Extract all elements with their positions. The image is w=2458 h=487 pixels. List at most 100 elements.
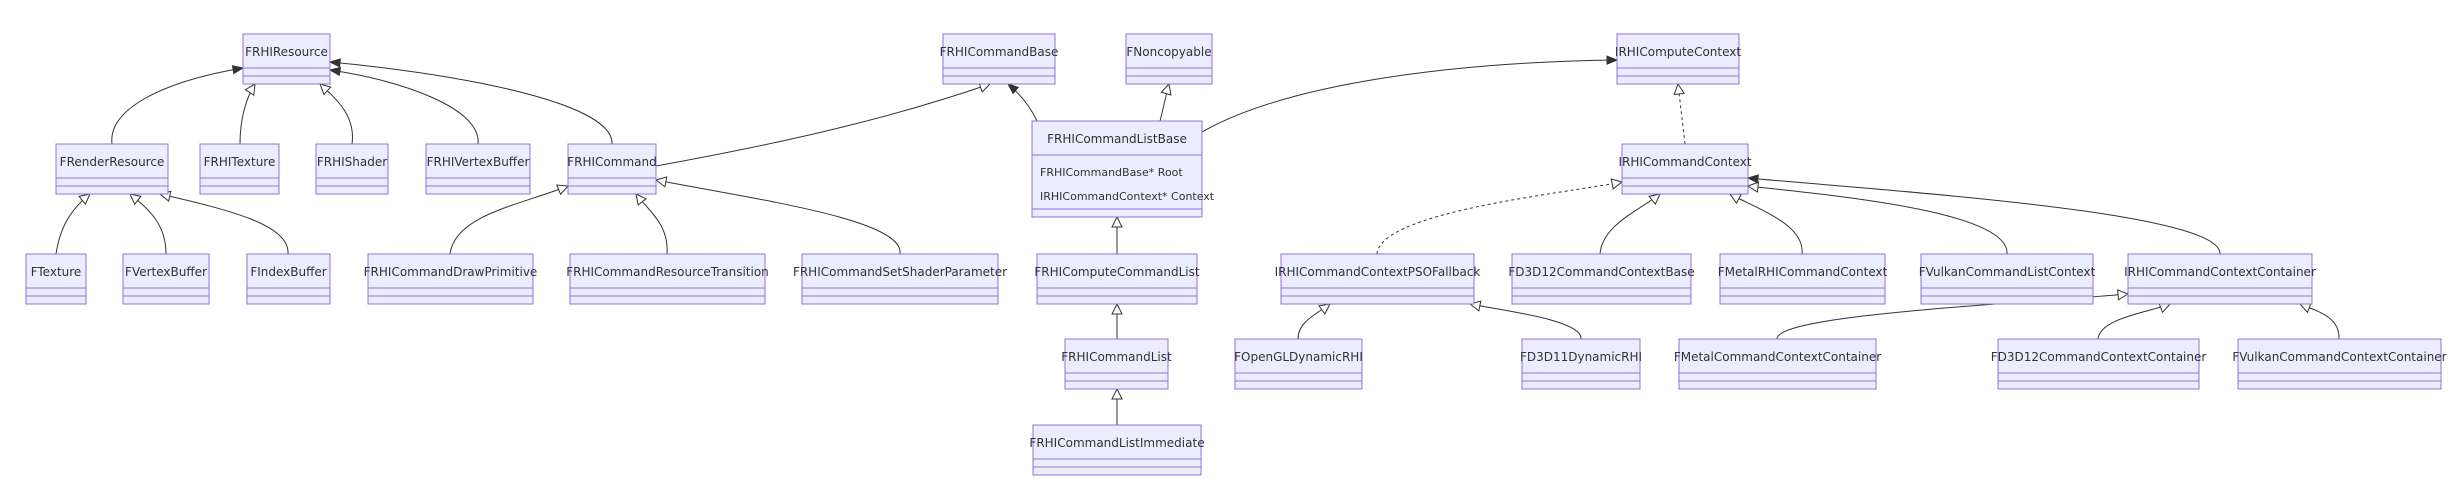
relation-edge <box>1111 215 1123 254</box>
relation-line <box>1729 193 1803 255</box>
class-node: FRHICommandSetShaderParameter <box>793 253 1007 305</box>
relation-edge <box>158 190 289 255</box>
class-name: FRHIVertexBuffer <box>427 155 530 169</box>
inheritance-arrowhead <box>244 83 256 96</box>
relation-edge <box>319 83 353 145</box>
class-name: FRHICommandListImmediate <box>1029 436 1204 450</box>
class-name: FD3D12CommandContextContainer <box>1991 350 2207 364</box>
relation-edge <box>1201 55 1619 133</box>
class-name: FRHICommandSetShaderParameter <box>793 265 1007 279</box>
relation-edge <box>239 83 256 145</box>
class-node: FRHIShader <box>315 143 389 195</box>
class-node: FVulkanCommandListContext <box>1919 253 2096 305</box>
class-name: FRenderResource <box>60 155 165 169</box>
inheritance-arrowhead <box>1111 215 1123 228</box>
class-node: IRHIComputeContext <box>1615 33 1741 85</box>
inheritance-arrowhead <box>2117 289 2130 301</box>
class-node: FMetalCommandContextContainer <box>1674 338 1881 390</box>
class-name: FRHIComputeCommandList <box>1034 265 1199 279</box>
inheritance-arrowhead <box>78 193 91 206</box>
class-node: FNoncopyable <box>1125 33 1213 85</box>
relation-line <box>329 61 613 145</box>
relation-edge <box>1673 82 1686 145</box>
relation-edge <box>1746 174 2221 255</box>
class-name: FVulkanCommandListContext <box>1919 265 2096 279</box>
class-name: FVertexBuffer <box>125 265 207 279</box>
class-name: FRHITexture <box>204 155 276 169</box>
class-name: FMetalCommandContextContainer <box>1674 350 1881 364</box>
inheritance-arrowhead <box>654 176 668 188</box>
inheritance-arrowhead <box>1610 178 1624 190</box>
inheritance-arrowhead <box>129 193 142 206</box>
relation-edge <box>328 58 613 145</box>
class-node: FRHITexture <box>199 143 280 195</box>
class-node: FRHICommand <box>567 143 657 195</box>
class-node: IRHICommandContextContainer <box>2124 253 2316 305</box>
association-arrowhead <box>328 58 341 68</box>
relation-line <box>159 193 289 255</box>
relation-edge <box>111 65 245 145</box>
relation-line <box>1599 193 1661 255</box>
class-member: IRHICommandContext* Context <box>1040 190 1215 203</box>
class-node: FRenderResource <box>55 143 169 195</box>
class-name: FNoncopyable <box>1126 45 1211 59</box>
class-node: FOpenGLDynamicRHI <box>1234 338 1363 390</box>
inheritance-arrowhead <box>319 83 332 96</box>
class-node: FRHICommandList <box>1061 338 1172 390</box>
class-member: FRHICommandBase* Root <box>1040 166 1183 179</box>
class-name: FRHICommand <box>567 155 656 169</box>
relation-edge <box>1006 83 1038 122</box>
class-node: FRHICommandResourceTransition <box>566 253 769 305</box>
relation-edge <box>1729 193 1803 255</box>
inheritance-arrowhead <box>1111 387 1123 400</box>
class-node: FRHICommandBase <box>940 33 1058 85</box>
relation-edge <box>635 193 668 255</box>
class-name: FRHICommandDrawPrimitive <box>364 265 538 279</box>
class-node: FVertexBuffer <box>122 253 210 305</box>
association-arrowhead <box>1006 83 1020 95</box>
class-name: IRHIComputeContext <box>1615 45 1741 59</box>
relation-line <box>2097 303 2171 340</box>
relation-edge <box>1376 178 1624 255</box>
class-node: FTexture <box>25 253 87 305</box>
relation-edge <box>449 184 570 255</box>
class-name: IRHICommandContextContainer <box>2124 265 2316 279</box>
class-name: FVulkanCommandContextContainer <box>2232 350 2446 364</box>
class-box <box>1031 120 1203 218</box>
inheritance-arrowhead <box>1111 302 1123 315</box>
class-name: FD3D11DynamicRHI <box>1520 350 1642 364</box>
association-arrowhead <box>231 65 245 75</box>
relation-line <box>1376 181 1623 255</box>
inheritance-arrowhead <box>1318 303 1331 315</box>
class-name: FRHIResource <box>245 45 328 59</box>
relation-line <box>655 179 901 255</box>
class-node: FD3D12CommandContextContainer <box>1991 338 2207 390</box>
relations-layer <box>55 55 2340 425</box>
class-node: FRHICommandDrawPrimitive <box>364 253 538 305</box>
relation-line <box>449 185 569 255</box>
relation-edge <box>2298 302 2340 340</box>
relation-edge <box>654 176 901 255</box>
class-node: FRHIResource <box>242 33 331 85</box>
class-node: FRHIComputeCommandList <box>1034 253 1200 305</box>
relation-edge <box>129 193 167 255</box>
relation-edge <box>1746 181 2008 255</box>
relation-edge <box>1111 302 1123 339</box>
class-name: FRHIShader <box>317 155 387 169</box>
class-node: FRHICommandListImmediate <box>1029 424 1205 476</box>
relation-line <box>655 83 991 167</box>
association-arrowhead <box>1746 174 1759 184</box>
class-name: IRHICommandContext <box>1618 155 1751 169</box>
association-arrowhead <box>1606 55 1619 65</box>
class-name: FMetalRHICommandContext <box>1718 265 1888 279</box>
class-node: FD3D12CommandContextBase <box>1508 253 1695 305</box>
relation-line <box>111 67 244 145</box>
relation-line <box>1747 185 2008 255</box>
class-name: FD3D12CommandContextBase <box>1508 265 1694 279</box>
class-name: FOpenGLDynamicRHI <box>1234 350 1363 364</box>
relation-line <box>329 69 479 145</box>
inheritance-arrowhead <box>1648 193 1661 206</box>
